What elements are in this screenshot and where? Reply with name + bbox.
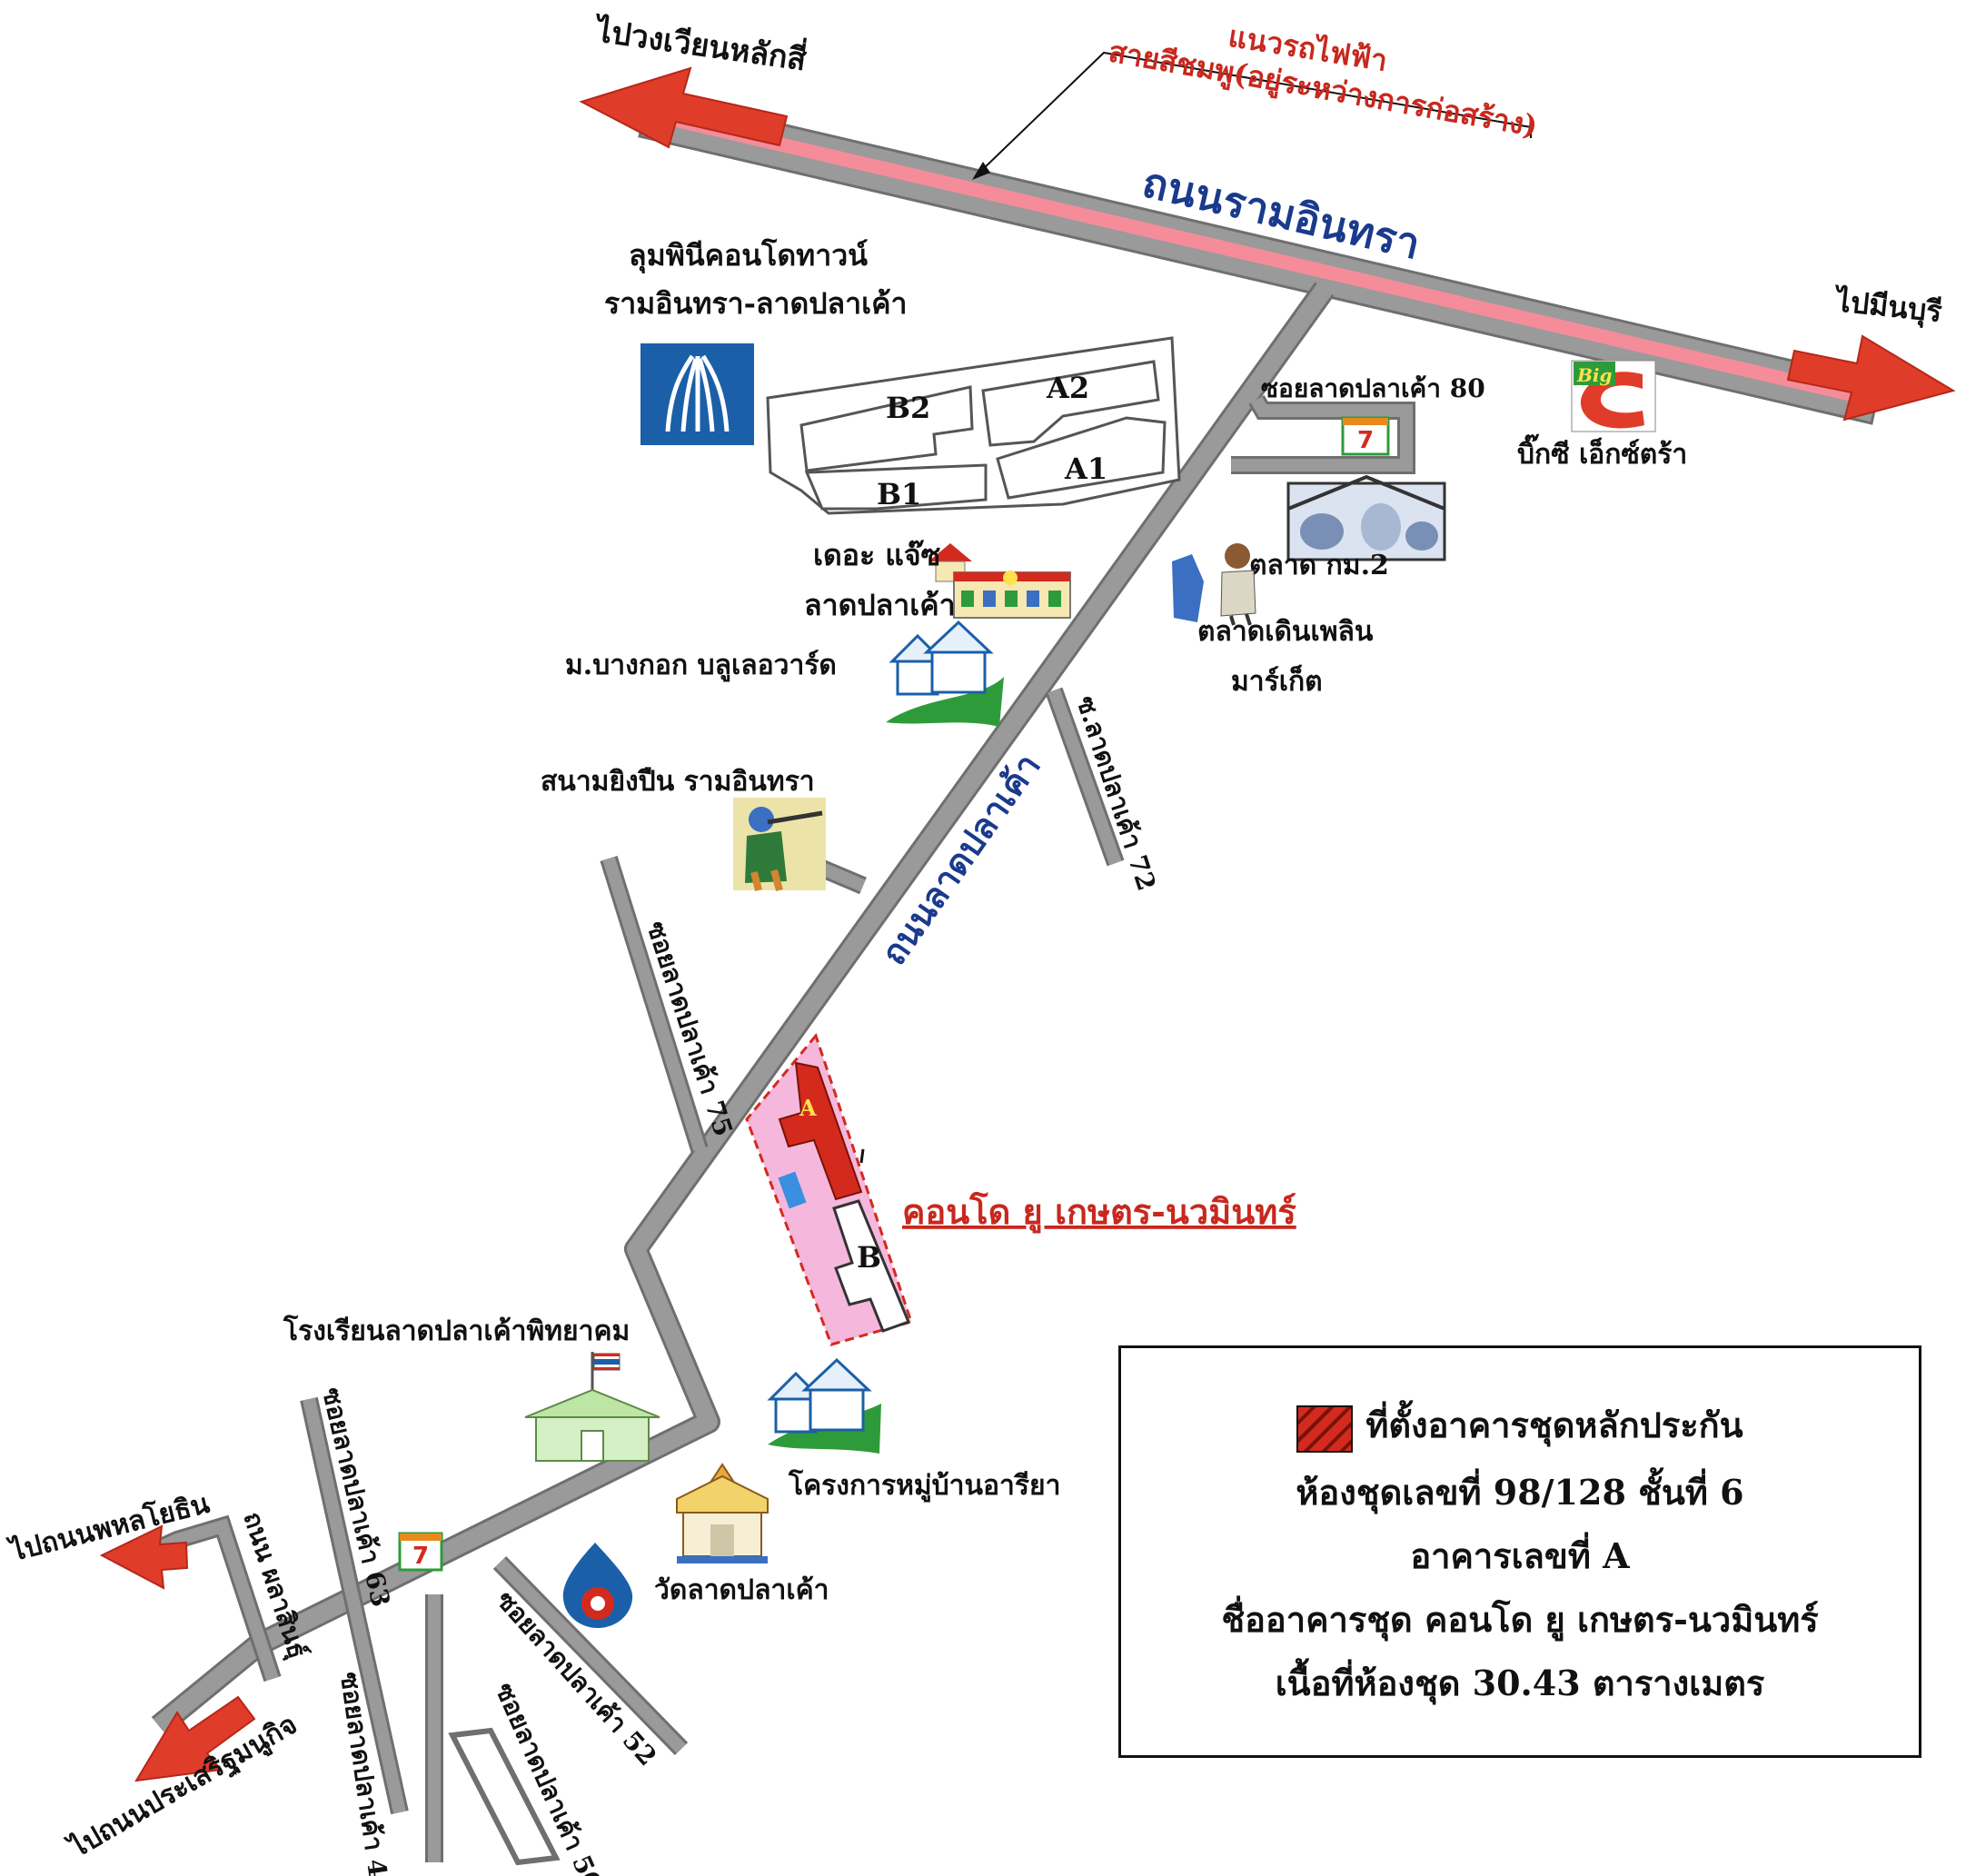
the-jazz-icon [928,543,1071,619]
ptt-station-icon [562,1543,633,1628]
lumpini-logo-icon [640,343,754,445]
to-minburi-label: ไปมีนบุรี [1832,283,1943,331]
walk-market-label-1: ตลาดเดินเพลิน [1197,616,1374,648]
svg-text:7: 7 [1357,427,1374,454]
market-km2-icon [1286,474,1446,561]
legend-line4: ชื่ออาคารชุด คอนโด ยู เกษตร-นวมินทร์ [1221,1599,1819,1640]
bangkok-boulevard-icon [886,620,1004,727]
school-label: โรงเรียนลาดปลาเค้าพิทยาคม [283,1314,630,1347]
the-jazz-label-1: เดอะ แจ๊ซ [813,538,940,572]
shooting-range-label: สนามยิงปืน รามอินทรา [541,766,815,798]
legend-line2: ห้องชุดเลขที่ 98/128 ชั้นที่ 6 [1296,1472,1744,1513]
subject-site [745,1032,913,1346]
bigc-logo-icon [1571,360,1656,432]
building-b2-label: B2 [886,391,930,425]
temple-label: วัดลาดปลาเค้า [654,1574,829,1606]
bigc-logo-text: Big [1576,364,1613,386]
legend-line1: ที่ตั้งอาคารชุดหลักประกัน [1365,1405,1743,1445]
arrow-to-prasert-icon [134,1695,256,1782]
seven-eleven-icon: 7 [1341,416,1390,456]
walk-market-icon [1172,543,1256,626]
legend-box: ที่ตั้งอาคารชุดหลักประกัน ห้องชุดเลขที่ … [1118,1345,1921,1758]
rail-callout [972,51,1532,180]
the-jazz-label-2: ลาดปลาเค้า [804,588,956,622]
arrow-to-phahon-icon [99,1524,189,1590]
village-icon [767,1357,881,1454]
lumpini-label-2: รามอินทรา-ลาดปลาเค้า [604,286,907,321]
walk-market-label-2: มาร์เก็ต [1231,664,1323,698]
legend-line3: อาคารเลขที่ A [1410,1535,1630,1576]
building-a1-label: A1 [1064,452,1107,486]
temple-icon [676,1463,769,1563]
market-km2-label: ตลาด กม.2 [1249,550,1389,581]
seven-eleven-lower-icon: 7 [398,1532,443,1572]
lumpini-compound [766,336,1181,515]
svg-text:7: 7 [412,1543,429,1570]
arrow-to-minburi-icon [1786,334,1956,422]
building-a2-label: A2 [1046,371,1089,405]
school-icon [524,1352,660,1462]
legend-title-row: ที่ตั้งอาคารชุดหลักประกัน [1121,1397,1919,1453]
soi-80-label: ซอยลาดปลาเค้า 80 [1261,373,1485,403]
building-b1-label: B1 [877,477,921,511]
site-building-a-label: A [799,1095,817,1121]
to-laksi-label: ไปวงเวียนหลักสี่ [591,8,809,78]
shooting-range-icon [733,798,826,892]
site-building-b-label: B [857,1240,881,1275]
village-label: โครงการหมู่บ้านอารียา [788,1468,1060,1503]
site-name-label: คอนโด ยู เกษตร-นวมินทร์ [902,1191,1296,1234]
bigc-label: บิ๊กซี เอ็กซ์ตร้า [1517,433,1687,471]
arrow-to-laksi-icon [579,66,789,149]
legend-line5: เนื้อที่ห้องชุด 30.43 ตารางเมตร [1275,1663,1765,1703]
collateral-swatch-icon [1296,1405,1354,1453]
lumpini-label-1: ลุมพินีคอนโดทาวน์ [629,238,868,274]
bangkok-boulevard-label: ม.บางกอก บลูเลอวาร์ด [565,650,837,682]
ladplakao-road [151,282,1335,1736]
